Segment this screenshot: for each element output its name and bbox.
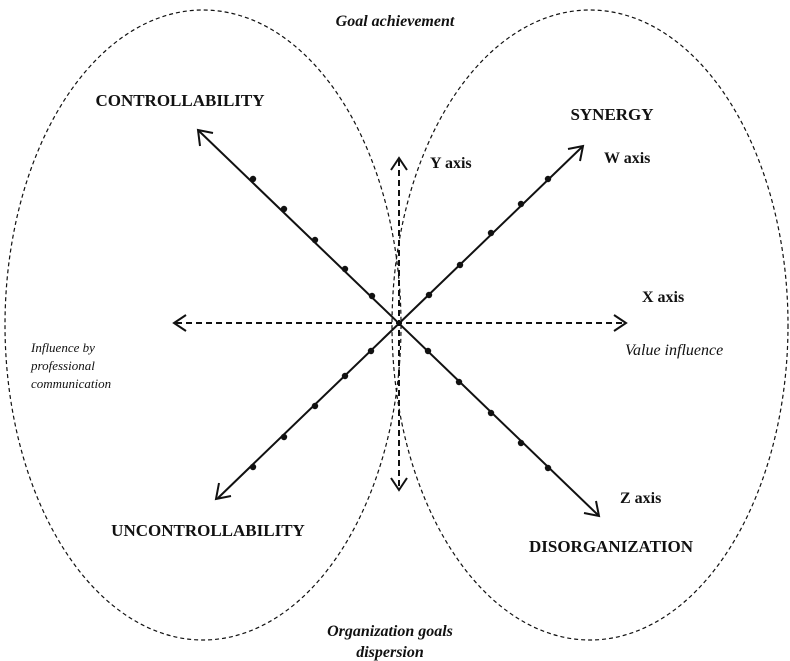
right-label: Value influence	[625, 342, 723, 359]
dot	[487, 409, 495, 417]
dot	[367, 347, 375, 355]
quadrant-top-right: SYNERGY	[570, 105, 653, 124]
dot	[456, 261, 464, 269]
bottom-label-line1: Organization goals	[327, 623, 453, 640]
w-axis-top-arrowhead	[567, 144, 585, 162]
z-axis-line	[198, 130, 599, 516]
left-label-line3: communication	[31, 376, 111, 391]
dot	[280, 205, 288, 213]
dot	[368, 292, 376, 300]
quadrant-bottom-left: UNCONTROLLABILITY	[111, 521, 305, 540]
bottom-label-line2: dispersion	[356, 644, 424, 661]
x-axis-right-arrowhead	[613, 314, 628, 332]
axis-dots	[249, 175, 552, 472]
z-axis-bottom-arrowhead	[583, 500, 601, 518]
dot	[425, 291, 433, 299]
x-axis-label: X axis	[642, 289, 684, 306]
dot	[487, 229, 495, 237]
dot	[341, 265, 349, 273]
dot	[455, 378, 463, 386]
dot	[544, 464, 552, 472]
dot	[341, 372, 349, 380]
y-axis-label: Y axis	[430, 155, 472, 172]
w-axis-bottom-arrowhead	[214, 482, 232, 501]
dot	[517, 439, 525, 447]
x-axis-left-arrowhead	[172, 314, 187, 332]
left-label-line2: professional	[30, 358, 95, 373]
dot	[311, 236, 319, 244]
dot	[424, 347, 432, 355]
w-axis-label: W axis	[604, 150, 650, 167]
y-axis-bottom-arrowhead	[390, 477, 408, 492]
dot	[249, 175, 257, 183]
dot	[249, 463, 257, 471]
quadrant-bottom-right: DISORGANIZATION	[529, 537, 694, 556]
y-axis-top-arrowhead	[390, 156, 408, 171]
dot	[280, 433, 288, 441]
left-label-line1: Influence by	[30, 340, 95, 355]
dot	[544, 175, 552, 183]
z-axis-label: Z axis	[620, 490, 661, 507]
z-axis-top-arrowhead	[196, 128, 214, 147]
right-ellipse	[391, 9, 789, 641]
top-label: Goal achievement	[336, 13, 455, 30]
dot	[517, 200, 525, 208]
dot	[311, 402, 319, 410]
quadrant-top-left: CONTROLLABILITY	[95, 91, 264, 110]
